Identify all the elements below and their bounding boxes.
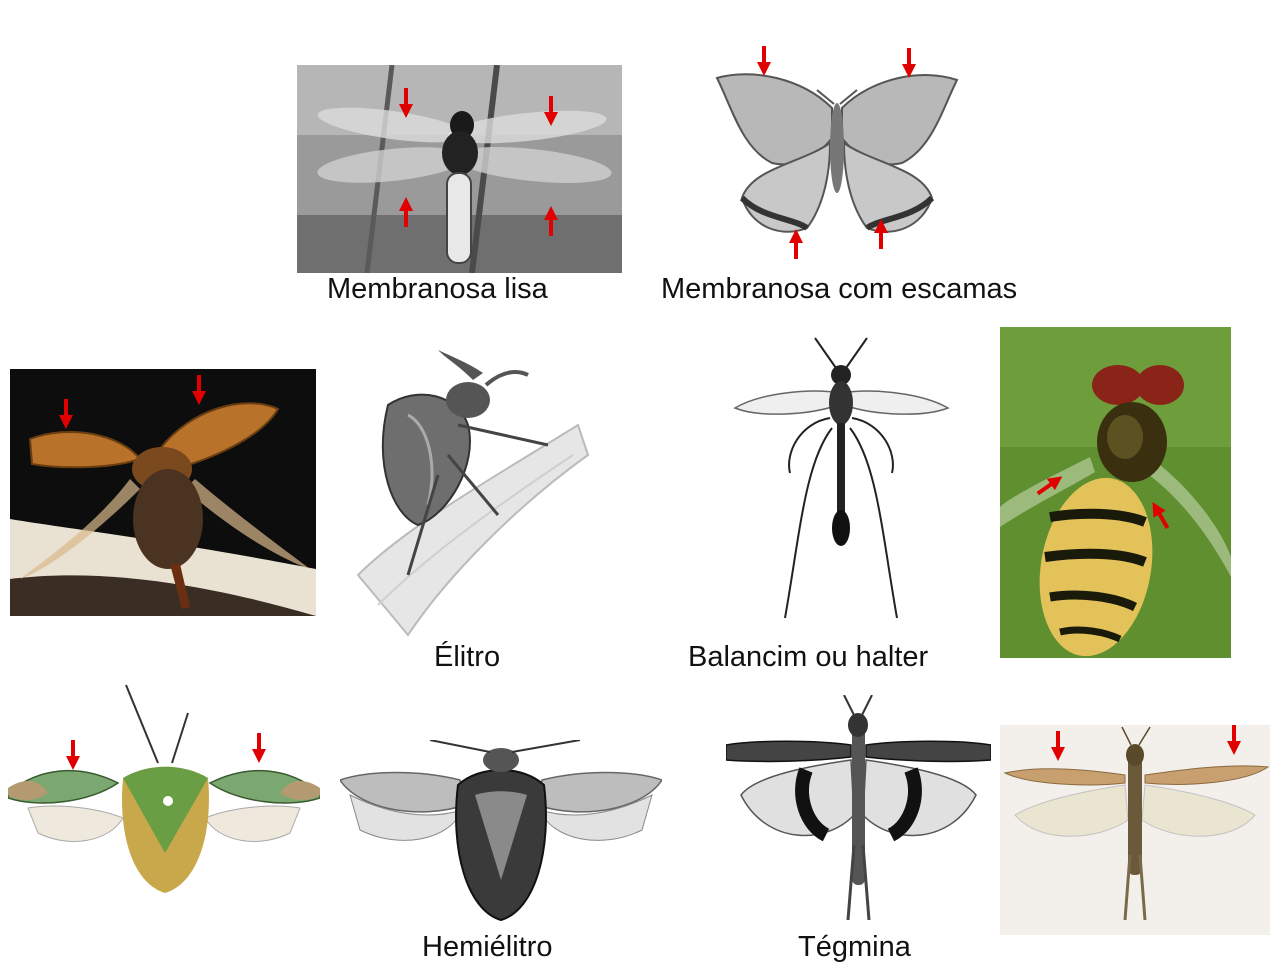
arrow-down-icon bbox=[544, 96, 558, 126]
caption-balancim: Balancim ou halter bbox=[688, 641, 929, 673]
hoverfly-photo bbox=[1000, 327, 1231, 658]
arrow-up-icon bbox=[544, 206, 558, 236]
arrow-down-icon bbox=[1051, 731, 1065, 761]
shieldbug-icon bbox=[340, 740, 662, 922]
caption-hemielitro: Hemiélitro bbox=[422, 931, 553, 963]
grasshopper-photo bbox=[1000, 725, 1270, 935]
cranefly-icon bbox=[733, 337, 950, 619]
grasshopper-photo-icon bbox=[1000, 725, 1270, 935]
arrow-down-icon bbox=[757, 46, 771, 76]
beetle-drawing bbox=[348, 345, 593, 637]
shieldbug-drawing bbox=[340, 740, 662, 925]
green-shieldbug-icon bbox=[8, 684, 320, 893]
arrow-down-icon bbox=[399, 88, 413, 118]
arrow-up-icon bbox=[399, 197, 413, 227]
arrow-down-icon bbox=[1227, 725, 1241, 755]
butterfly-drawing bbox=[712, 68, 962, 258]
arrow-down-icon bbox=[66, 740, 80, 770]
hoverfly-icon bbox=[1000, 327, 1231, 658]
grasshopper-drawing bbox=[726, 695, 991, 925]
arrow-down-icon bbox=[59, 399, 73, 429]
caption-tegmina: Tégmina bbox=[798, 931, 911, 963]
arrow-down-icon bbox=[902, 48, 916, 78]
shieldbug-photo bbox=[8, 683, 320, 898]
caption-elitro: Élitro bbox=[434, 641, 501, 673]
arrow-down-icon bbox=[192, 375, 206, 405]
dragonfly-photo bbox=[297, 65, 622, 273]
stag-beetle-icon bbox=[356, 350, 590, 637]
arrow-diagonal-icon bbox=[1146, 499, 1173, 532]
dragonfly-icon bbox=[297, 65, 622, 273]
caption-membranosa-escamas: Membranosa com escamas bbox=[661, 273, 1018, 305]
arrow-up-icon bbox=[874, 219, 888, 249]
beetle-photo bbox=[10, 369, 316, 616]
butterfly-icon bbox=[715, 73, 959, 233]
arrow-down-icon bbox=[252, 733, 266, 763]
arrow-diagonal-icon bbox=[1034, 471, 1067, 500]
arrow-up-icon bbox=[789, 229, 803, 259]
fly-drawing bbox=[730, 333, 952, 625]
caption-membranosa-lisa: Membranosa lisa bbox=[327, 273, 548, 305]
grasshopper-icon bbox=[726, 695, 991, 921]
cockchafer-icon bbox=[10, 369, 316, 616]
